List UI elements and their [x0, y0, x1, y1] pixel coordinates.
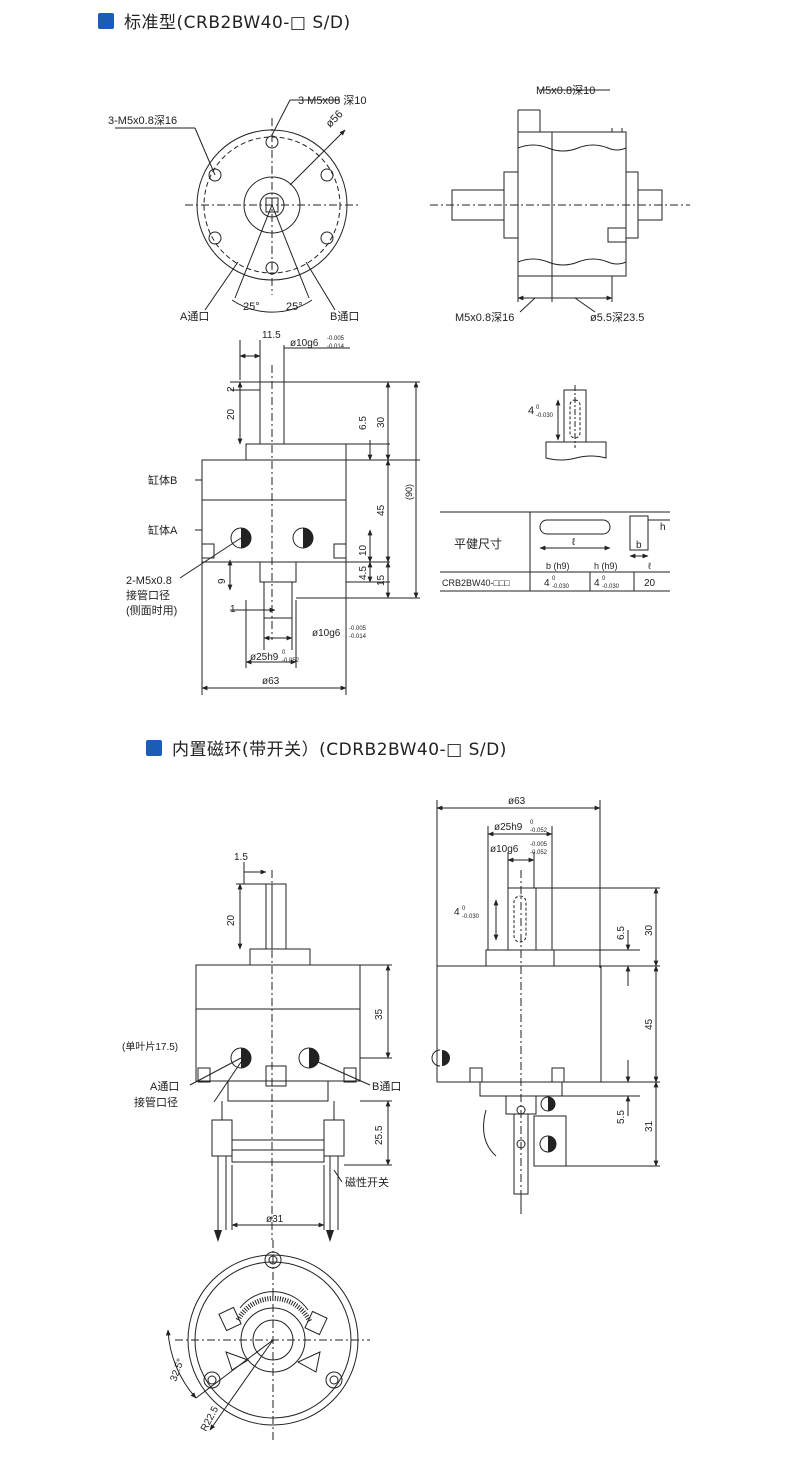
label-angle-2: 25°: [286, 301, 303, 313]
section-header-builtin: 内置磁环(带开关）(CDRB2BW40-□ S/D): [146, 735, 507, 760]
key-row-b-tol1: 0: [552, 576, 556, 582]
label-dia56: ø56: [324, 108, 346, 130]
label-left-pipe: 接管口径: [134, 1095, 178, 1109]
section-header-standard: 标准型(CRB2BW40-□ S/D): [98, 8, 351, 33]
dim-right-25-tol2: -0.052: [530, 828, 548, 834]
dim-right-25-tol1: 0: [530, 820, 534, 826]
section-marker-icon: [98, 12, 114, 29]
key-table-b: b: [636, 540, 642, 551]
builtin-bottom-view: [165, 1240, 370, 1440]
dim-right-10-tol1: -0.005: [530, 842, 548, 848]
label-thread: 2-M5x0.8: [126, 575, 172, 587]
dim-right-key: 4: [454, 907, 460, 918]
key-row-h: 4: [594, 578, 600, 589]
label-angle-1: 25°: [243, 301, 260, 313]
key-table: [440, 511, 670, 592]
dim-1-5: 1.5: [234, 852, 248, 863]
dim-25-tol2: -0.052: [282, 658, 300, 664]
dim-left-20: 20: [226, 914, 237, 926]
label-side-bottom-left: M5x0.8深16: [455, 311, 514, 324]
dim-shaft-bot-tol1: -0.005: [349, 626, 367, 632]
standard-front-view: [115, 99, 360, 313]
key-row-b: 4: [544, 578, 550, 589]
dim-right-6-5: 6.5: [616, 926, 627, 940]
key-row-l: 20: [644, 578, 656, 589]
builtin-right-marks: [442, 1050, 556, 1152]
dim-10: 10: [358, 544, 369, 556]
label-pipe-1: 接管口径: [126, 588, 170, 602]
section-title-standard: 标准型(CRB2BW40-□ S/D): [124, 13, 351, 33]
key-detail: [545, 385, 607, 461]
dim-shaft-bot: ø10g6: [312, 628, 341, 639]
label-port-a: A通口: [180, 310, 209, 323]
standard-elevation-view: [179, 340, 420, 695]
dim-right-45: 45: [644, 1018, 655, 1030]
label-switch: 磁性开关: [345, 1175, 389, 1189]
standard-side-view: [430, 89, 690, 313]
dim-left-25-5: 25.5: [374, 1125, 385, 1145]
section-marker-icon: [146, 739, 162, 756]
builtin-right-view: [431, 800, 660, 1214]
dim-4-5: 4.5: [358, 566, 369, 580]
dim-20: 20: [226, 408, 237, 420]
dim-right-30: 30: [644, 924, 655, 936]
dim-shaft-top-tol2: -0.014: [327, 344, 345, 350]
key-row-b-tol2: -0.030: [552, 584, 570, 590]
dim-2: 2: [226, 386, 237, 392]
dim-63: ø63: [262, 676, 280, 687]
key-row-model: CRB2BW40-□□□: [442, 578, 510, 588]
section-title-builtin: 内置磁环(带开关）(CDRB2BW40-□ S/D): [172, 740, 507, 760]
dim-right-10: ø10g6: [490, 844, 519, 855]
dim-shaft-top-tol1: -0.005: [327, 336, 345, 342]
builtin-left-view: [189, 862, 392, 1240]
label-vane: (单叶片17.5): [122, 1040, 178, 1053]
port-marks: [241, 528, 313, 548]
dim-45: 45: [376, 504, 387, 516]
key-row-h-tol2: -0.030: [602, 584, 620, 590]
label-port-b: B通口: [330, 310, 359, 323]
dim-6-5: 6.5: [358, 416, 369, 430]
key-tol-top: 0: [536, 405, 540, 411]
key-dim: 4: [528, 405, 534, 417]
dim-right-63: ø63: [508, 796, 526, 807]
key-table-l: ℓ: [572, 537, 576, 548]
dim-11-5: 11.5: [262, 330, 281, 341]
label-left-port-a: A通口: [150, 1080, 179, 1093]
key-tol-bot: -0.030: [536, 413, 554, 419]
dim-left-35: 35: [374, 1008, 385, 1020]
label-side-bottom-right: ø5.5深23.5: [590, 311, 644, 324]
dim-1: 1: [230, 604, 236, 615]
label-hole3: 3 M5x08 深10: [298, 94, 366, 107]
dim-right-10-tol2: -0.052: [530, 850, 548, 856]
dim-right-5-5: 5.5: [616, 1110, 627, 1124]
key-col-b: b (h9): [546, 561, 570, 571]
key-col-l: ℓ: [648, 561, 652, 571]
dim-25-tol1: 0: [282, 650, 286, 656]
dim-shaft-bot-tol2: -0.014: [349, 634, 367, 640]
dim-left-31: ø31: [266, 1214, 284, 1225]
dim-25: ø25h9: [250, 652, 279, 663]
dim-right-key-tol1: 0: [462, 906, 466, 912]
label-side-top: M5x0.8深10: [536, 84, 595, 97]
key-col-h: h (h9): [594, 561, 618, 571]
dim-30: 30: [376, 416, 387, 428]
label-cyl-b: 缸体B: [148, 473, 177, 487]
builtin-port-marks: [214, 1048, 334, 1242]
dim-right-25: ø25h9: [494, 822, 523, 833]
dim-angle-32-5: 32.5°: [168, 1357, 186, 1383]
dim-9: 9: [217, 578, 228, 584]
dim-shaft-top: ø10g6: [290, 338, 319, 349]
label-hole3b: 3-M5x0.8深16: [108, 114, 177, 127]
dim-right-key-tol2: -0.030: [462, 914, 480, 920]
key-table-title: 平健尺寸: [454, 537, 502, 551]
label-cyl-a: 缸体A: [148, 523, 178, 537]
label-left-port-b: B通口: [372, 1080, 401, 1093]
dim-90: (90): [404, 484, 414, 500]
dim-right-31: 31: [644, 1120, 655, 1132]
label-pipe-2: (侧面时用): [126, 604, 177, 617]
dim-15: 15: [376, 574, 387, 586]
key-row-h-tol1: 0: [602, 576, 606, 582]
key-table-h: h: [660, 522, 666, 533]
